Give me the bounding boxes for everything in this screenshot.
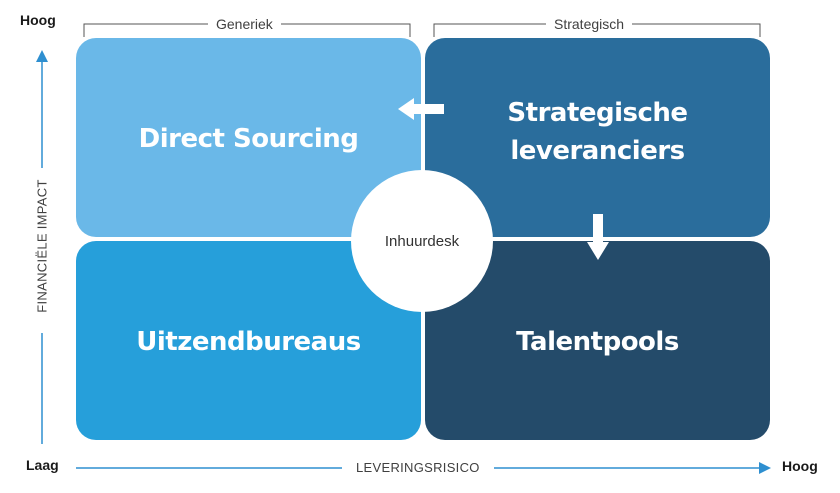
quadrant-uitzendbureaus-label: Uitzendbureaus	[136, 327, 361, 357]
arrow-down-icon	[587, 214, 609, 260]
y-axis-low-label: Laag	[26, 457, 59, 473]
quadrant-uitzendbureaus: Uitzendbureaus	[76, 241, 421, 440]
quadrant-talentpools-label: Talentpools	[516, 327, 679, 357]
x-axis-label: LEVERINGSRISICO	[356, 460, 480, 475]
inhuurdesk-circle: Inhuurdesk	[351, 170, 493, 312]
inhuurdesk-label: Inhuurdesk	[384, 232, 460, 250]
generiek-label: Generiek	[208, 14, 281, 34]
top-brackets	[83, 23, 761, 37]
x-axis-arrow	[76, 462, 771, 474]
quadrant-direct-sourcing-label: Direct Sourcing	[138, 123, 359, 154]
x-axis-high-label: Hoog	[782, 458, 818, 474]
quadrant-direct-sourcing: Direct Sourcing	[76, 38, 421, 237]
quadrant-strategische-leveranciers-label: Strategische leveranciers	[507, 97, 688, 166]
strategisch-label: Strategisch	[546, 14, 633, 34]
arrow-left-icon	[398, 98, 444, 120]
y-axis-arrow	[36, 50, 48, 444]
y-axis-high-label: Hoog	[20, 12, 56, 28]
y-axis-label: FINANCIËLE IMPACT	[34, 179, 50, 313]
